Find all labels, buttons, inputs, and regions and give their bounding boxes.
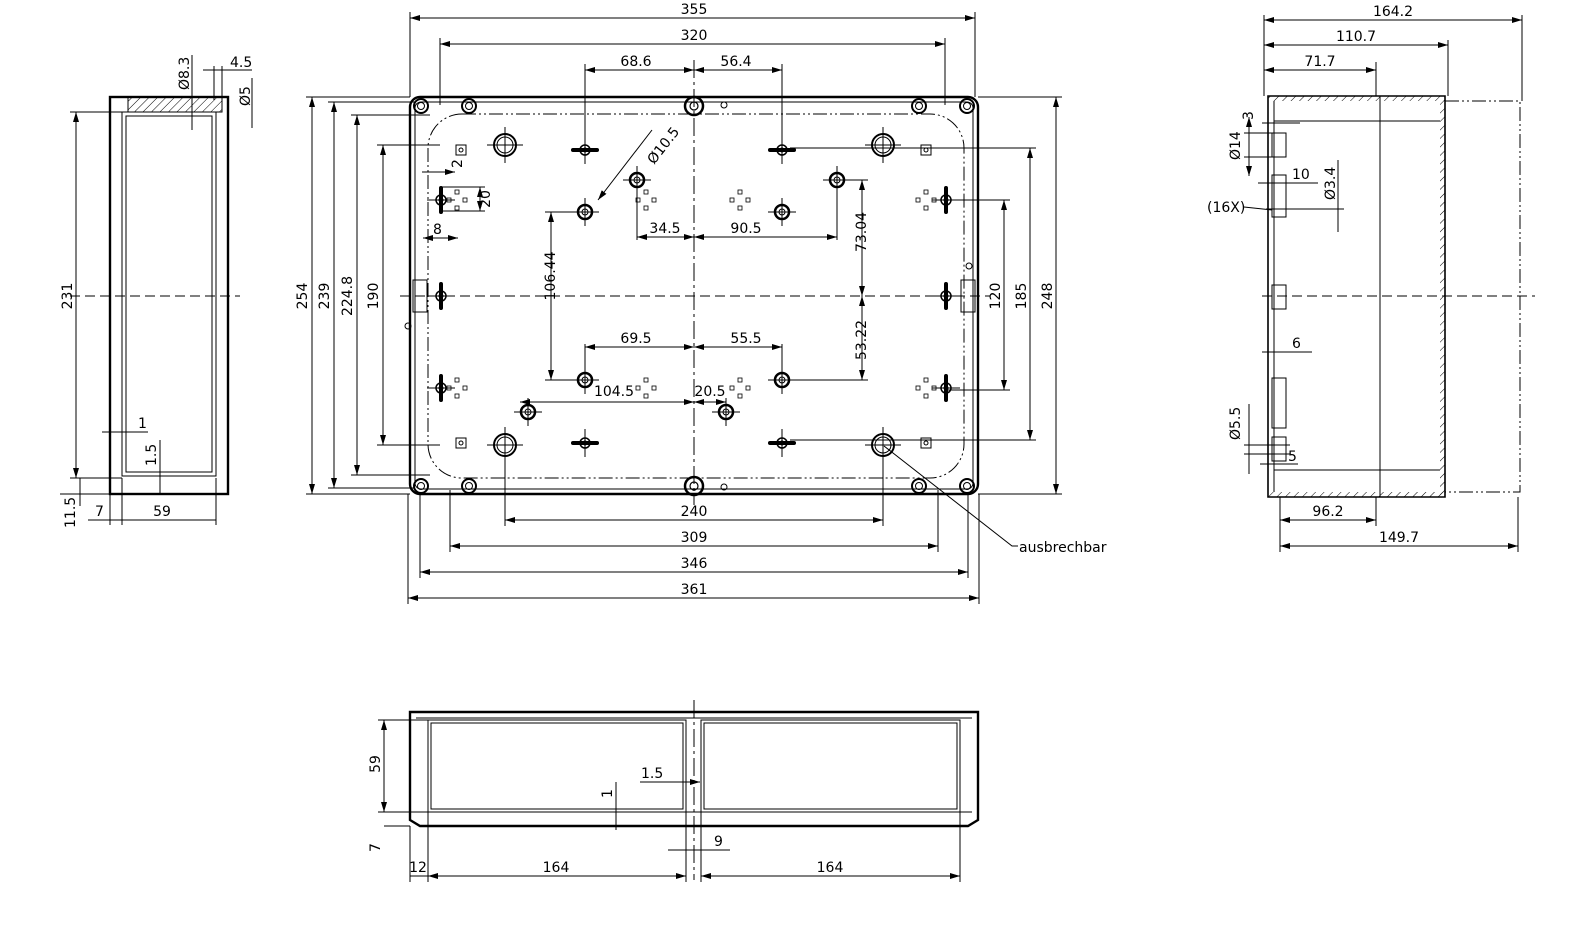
dim-53-22: 53.22 [854,320,870,360]
dim-55-5: 55.5 [730,331,761,347]
dim-164-right: 164 [817,860,844,876]
bottom-view: 59 7 1.5 1 9 12 164 164 [368,700,980,882]
dim-dia-14: Ø14 [1228,131,1244,160]
dim-12: 12 [409,860,427,876]
corner-screw-hole [911,98,927,114]
dim-104-5: 104.5 [594,384,634,400]
dim-224-8: 224.8 [340,276,356,316]
dim-1-5-bottom: 1.5 [641,766,663,782]
dim-68-6: 68.6 [620,54,651,70]
dim-20: 20 [478,190,494,208]
corner-screw-hole [461,478,477,494]
dim-1-bottom: 1 [600,789,616,798]
dim-56-4: 56.4 [720,54,751,70]
dim-185: 185 [1014,283,1030,310]
dim-7-bottom: 7 [368,843,384,852]
dim-59: 59 [153,504,171,520]
dim-dia-5: Ø5 [238,86,254,106]
dim-240: 240 [681,504,708,520]
dim-3: 3 [1241,111,1257,120]
dim-110-7: 110.7 [1336,29,1376,45]
dim-71-7: 71.7 [1304,54,1335,70]
corner-screw-hole [959,98,975,114]
dim-2: 2 [450,159,466,168]
corner-screw-hole [461,98,477,114]
corner-screw-hole [911,478,927,494]
dim-346: 346 [681,556,708,572]
dim-355: 355 [681,2,708,18]
dim-106-44: 106.44 [543,251,559,300]
square-marker [455,437,467,449]
dim-190: 190 [366,283,382,310]
dim-149-7: 149.7 [1379,530,1419,546]
square-marker [920,144,932,156]
dim-34-5: 34.5 [649,221,680,237]
dim-dia-8-3: Ø8.3 [177,57,193,90]
small-hole [965,262,973,270]
dim-8: 8 [433,222,442,238]
dim-69-5: 69.5 [620,331,651,347]
small-hole [720,101,728,109]
dim-9: 9 [714,834,723,850]
dim-7: 7 [95,504,104,520]
lid-screw-hole [683,475,705,497]
dim-1-5: 1.5 [144,444,160,466]
dim-90-5: 90.5 [730,221,761,237]
lid-screw-hole [683,95,705,117]
right-section-view: 164.2 110.7 71.7 3 Ø14 10 Ø3.4 (16X) 6 Ø… [1207,4,1535,552]
dim-11-5: 11.5 [63,497,79,528]
dim-239: 239 [317,283,333,310]
callout-ausbrechbar: ausbrechbar [1019,540,1107,556]
left-side-view: 231 Ø8.3 4.5 Ø5 1 1.5 11.5 7 59 [60,55,254,528]
square-marker [455,144,467,156]
dim-231: 231 [60,283,76,310]
dim-10: 10 [1292,167,1310,183]
small-hole [404,322,412,330]
dim-6: 6 [1292,336,1301,352]
small-hole [720,483,728,491]
corner-screw-hole [959,478,975,494]
dim-361: 361 [681,582,708,598]
dim-309: 309 [681,530,708,546]
corner-screw-hole [413,98,429,114]
dim-20-5: 20.5 [694,384,725,400]
corner-screw-hole [413,478,429,494]
top-view: 355 320 68.6 56.4 240 309 346 361 25 [295,2,1107,604]
dim-5: 5 [1288,449,1297,465]
dim-dia-5-5: Ø5.5 [1228,407,1244,440]
dim-1: 1 [138,416,147,432]
dim-120: 120 [988,283,1004,310]
dim-dia-3-4: Ø3.4 [1323,167,1339,200]
dim-248: 248 [1040,283,1056,310]
dim-164-2: 164.2 [1373,4,1413,20]
dim-59-bottom: 59 [368,755,384,773]
dim-254: 254 [295,283,311,310]
square-marker [920,437,932,449]
dim-4-5: 4.5 [230,55,252,71]
callout-16x: (16X) [1207,200,1245,216]
dim-320: 320 [681,28,708,44]
dim-dia-10-5: Ø10.5 [645,124,684,167]
dim-73-04: 73.04 [854,212,870,252]
dim-96-2: 96.2 [1312,504,1343,520]
dim-164-left: 164 [543,860,570,876]
